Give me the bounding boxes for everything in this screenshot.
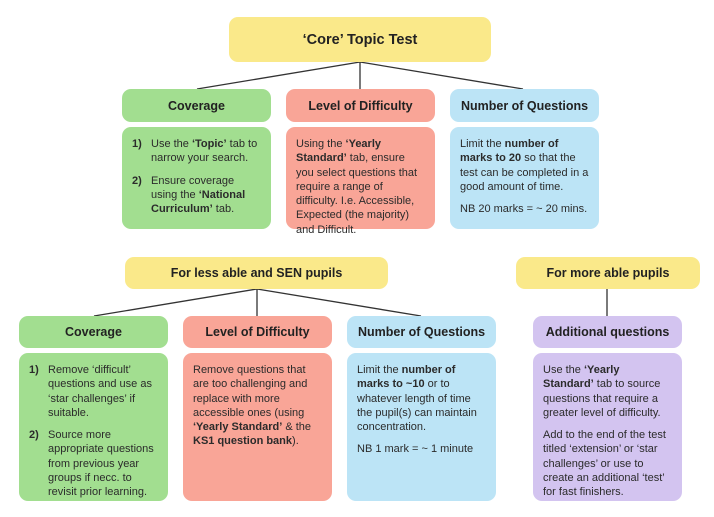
text-segment: Limit the xyxy=(357,364,402,376)
list-number: 1) xyxy=(132,138,142,150)
text-segment: or to whatever length of time the pupil(… xyxy=(357,378,477,434)
paragraph: NB 20 marks = ~ 20 mins. xyxy=(460,202,589,216)
paragraph: Limit the number of marks to ~10 or to w… xyxy=(357,363,486,434)
paragraph: NB 1 mark = ~ 1 minute xyxy=(357,442,486,456)
text-segment: so that the test can be completed in a g… xyxy=(460,152,589,193)
list-text: Ensure coverage using the ‘National Curr… xyxy=(151,174,261,217)
text-segment: tab to narrow your search. xyxy=(151,138,258,165)
connector-less-coverage xyxy=(93,288,258,317)
text-segment: NB 20 marks = ~ 20 mins. xyxy=(460,203,588,216)
bold-text: KS1 question bank xyxy=(193,435,293,448)
less-questions-body: Limit the number of marks to ~10 or to w… xyxy=(347,353,496,501)
paragraph: Use the ‘Yearly Standard’ tab to source … xyxy=(543,363,672,420)
text-segment: Source more appropriate questions from p… xyxy=(48,429,154,499)
less-coverage-body: 1) Remove ‘difficult’ questions and use a… xyxy=(19,353,168,501)
connector-core-questions xyxy=(359,61,524,90)
core-coverage-heading: Coverage xyxy=(122,89,271,122)
core-questions-heading: Number of Questions xyxy=(450,89,599,122)
text-segment: Add to the end of the test titled ‘exten… xyxy=(543,429,666,499)
list-number: 2) xyxy=(29,429,39,442)
core-coverage-body: 1) Use the ‘Topic’ tab to narrow your sea… xyxy=(122,127,271,229)
connector-less-questions xyxy=(256,288,422,317)
text-segment: Limit the xyxy=(460,138,505,150)
list-number: 2) xyxy=(132,174,142,187)
paragraph: Add to the end of the test titled ‘exten… xyxy=(543,428,672,499)
list-item: 2) Ensure coverage using the ‘National Cu… xyxy=(132,174,261,217)
text-segment: NB 1 mark = ~ 1 minute xyxy=(357,443,474,456)
text-segment: Remove questions that are too challengin… xyxy=(193,364,308,419)
list-item: 1) Remove ‘difficult’ questions and use a… xyxy=(29,363,158,420)
text-segment: Using the xyxy=(296,138,346,150)
bold-text: ‘Topic’ xyxy=(191,138,227,150)
less-questions-heading: Number of Questions xyxy=(347,316,496,348)
bold-text: ‘Yearly Standard’ xyxy=(193,421,283,434)
list-text: Use the ‘Topic’ tab to narrow your searc… xyxy=(151,137,261,166)
text-segment: tab to source questions that require a g… xyxy=(543,378,661,419)
title-box: ‘Core’ Topic Test xyxy=(229,17,491,62)
text-segment: Ensure coverage using the xyxy=(151,174,235,201)
text-segment: ). xyxy=(292,435,299,448)
list-item: 2) Source more appropriate questions from… xyxy=(29,428,158,499)
connector-core-coverage xyxy=(196,61,361,90)
bold-text: number of marks to ~10 xyxy=(357,364,456,391)
more-additional-heading: Additional questions xyxy=(533,316,682,348)
list-item: 1) Use the ‘Topic’ tab to narrow your sea… xyxy=(132,137,261,166)
text-segment: Use the xyxy=(151,138,192,150)
list-number: 1) xyxy=(29,364,39,376)
text-segment: tab. xyxy=(212,203,235,216)
core-difficulty-body: Using the ‘Yearly Standard’ tab, ensure … xyxy=(286,127,435,236)
more-additional-body: Use the ‘Yearly Standard’ tab to source … xyxy=(533,353,682,501)
less-coverage-heading: Coverage xyxy=(19,316,168,348)
text-segment: Use the xyxy=(543,364,584,376)
less-difficulty-body: Remove questions that are too challengin… xyxy=(183,353,332,501)
list-text: Source more appropriate questions from p… xyxy=(48,428,158,499)
less-able-heading: For less able and SEN pupils xyxy=(125,257,388,289)
core-difficulty-heading: Level of Difficulty xyxy=(286,89,435,122)
bold-text: ‘National Curriculum’ xyxy=(151,188,246,216)
text-segment: & the xyxy=(282,421,312,434)
text-segment: tab, ensure you select questions that re… xyxy=(296,152,418,236)
text-segment: Remove ‘difficult’ questions and use as … xyxy=(48,364,152,419)
bold-text: ‘Yearly Standard’ xyxy=(543,364,620,391)
more-able-heading: For more able pupils xyxy=(516,257,700,289)
bold-text: ‘Yearly Standard’ xyxy=(296,138,382,165)
paragraph: Limit the number of marks to 20 so that … xyxy=(460,137,589,194)
core-questions-body: Limit the number of marks to 20 so that … xyxy=(450,127,599,229)
less-difficulty-heading: Level of Difficulty xyxy=(183,316,332,348)
paragraph: Remove questions that are too challengin… xyxy=(193,363,322,449)
paragraph: Using the ‘Yearly Standard’ tab, ensure … xyxy=(296,137,425,237)
list-text: Remove ‘difficult’ questions and use as … xyxy=(48,363,158,420)
bold-text: number of marks to 20 xyxy=(460,138,559,165)
